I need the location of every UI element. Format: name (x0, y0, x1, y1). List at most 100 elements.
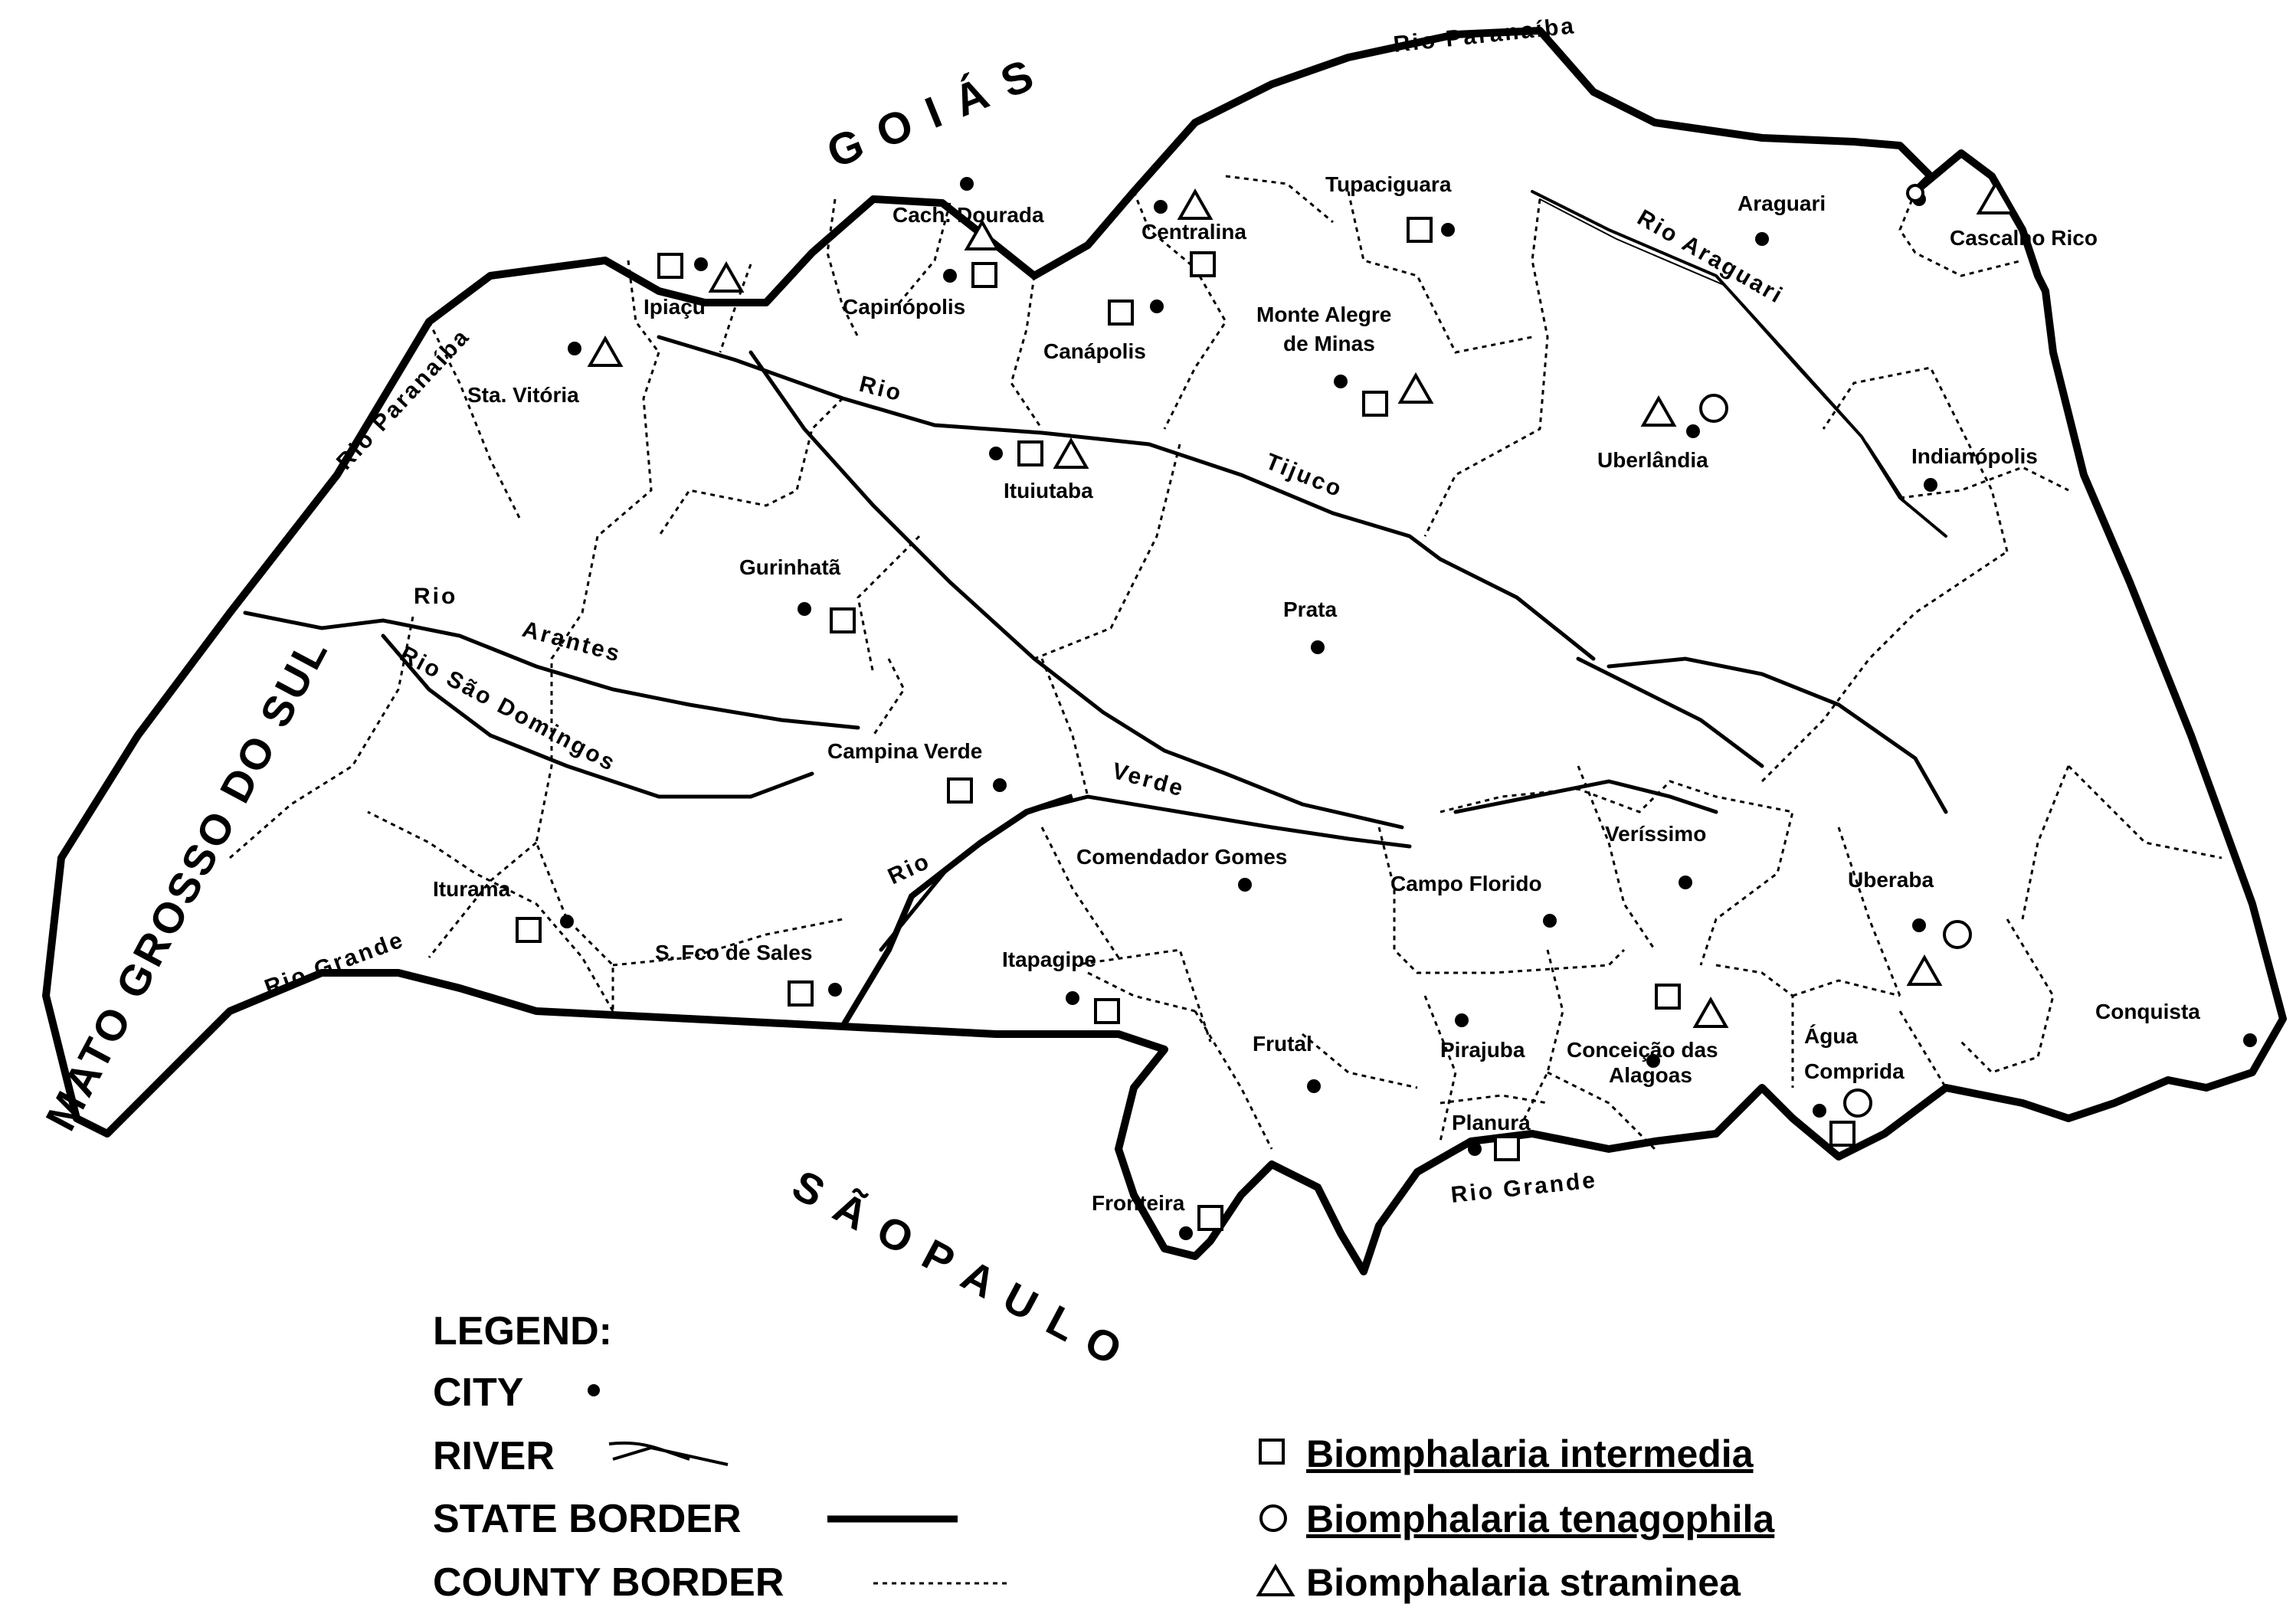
city-dot (1468, 1142, 1482, 1156)
city-label: S. Fco de Sales (655, 941, 812, 964)
city-label: Comendador Gomes (1076, 845, 1287, 869)
city-dot (1646, 1054, 1660, 1068)
river-label-arantes: Arantes (519, 617, 624, 667)
legend-species-intermedia: Biomphalaria intermedia (1306, 1432, 1754, 1475)
city-label: Araguari (1738, 191, 1826, 215)
city-label: Iturama (433, 877, 511, 901)
legend-river-label: RIVER (433, 1434, 555, 1478)
triangle-marker (1397, 372, 1434, 404)
city-dot (1679, 876, 1692, 889)
city-dot (1066, 991, 1079, 1005)
city-label: Veríssimo (1605, 822, 1706, 846)
triangle-marker (1177, 188, 1214, 220)
circle-marker (1906, 184, 1924, 202)
city-label: Itapagipe (1002, 948, 1096, 971)
city-dot (1755, 232, 1769, 246)
city-dot (1179, 1226, 1193, 1240)
city-label: Fronteira (1092, 1191, 1185, 1215)
city-label: Alagoas (1609, 1063, 1692, 1087)
city-label: Indianópolis (1911, 444, 2038, 468)
legend: LEGEND: CITY RIVER STATE BORDER COUNTY B… (433, 1309, 1775, 1604)
legend-state-border-label: STATE BORDER (433, 1497, 742, 1541)
city-label: Água (1804, 1024, 1858, 1048)
river-label-arantes-rio: Rio (414, 584, 457, 609)
state-label-mato-grosso: MATO GROSSO DO SUL (36, 628, 338, 1138)
city-label: Campo Florido (1390, 872, 1542, 895)
city-dot (560, 915, 574, 928)
city-dot (1686, 424, 1700, 438)
city-labels: Ipiaçu Sta. Vitória Cach. Dourada Capinó… (433, 172, 2200, 1215)
state-label-goias: G O I Á S (820, 49, 1043, 178)
city-label: Frutal (1253, 1032, 1312, 1056)
city-label: Tupaciguara (1325, 172, 1452, 196)
legend-title: LEGEND: (433, 1309, 612, 1354)
river-label-grande-s: Rio Grande (1449, 1167, 1598, 1208)
city-label: Conquista (2095, 1000, 2200, 1023)
city-markers (560, 177, 2257, 1240)
square-marker (1017, 440, 1043, 466)
square-marker (1829, 1121, 1855, 1147)
species-tenagophila-markers (1699, 184, 1972, 1118)
city-dot (960, 177, 974, 191)
city-dot (2243, 1033, 2257, 1047)
city-dot (798, 602, 811, 616)
legend-circle-marker (1259, 1504, 1287, 1532)
circle-marker (1699, 394, 1728, 423)
triangle-marker (1692, 996, 1729, 1028)
city-dot (1238, 878, 1252, 892)
river-label-paranaiba-w: Rio Paranaíba (332, 323, 475, 474)
state-border (42, 27, 2287, 1275)
city-label: Sta. Vitória (467, 383, 579, 407)
city-dot (694, 257, 708, 271)
city-label: Conceição das (1567, 1038, 1718, 1062)
river-label-paranaiba-ne: Rio Paranaíba (1392, 13, 1577, 57)
rivers (243, 190, 1948, 952)
triangle-marker (964, 218, 1001, 250)
circle-marker (1943, 920, 1972, 949)
city-label: Uberaba (1848, 868, 1934, 892)
city-dot (1441, 223, 1455, 237)
city-dot (1455, 1013, 1469, 1027)
triangle-marker (1906, 954, 1943, 986)
square-marker (1190, 251, 1216, 277)
state-border-inner (840, 794, 1074, 1029)
river-label-verde: Verde (1109, 758, 1187, 802)
city-label: Canápolis (1043, 339, 1146, 363)
square-marker (657, 253, 683, 279)
city-dot (943, 269, 957, 283)
species-straminea-markers (587, 181, 2016, 1028)
species-intermedia-markers (516, 217, 1855, 1231)
square-marker (971, 262, 997, 288)
city-label: Capinópolis (843, 295, 965, 319)
city-dot (828, 983, 842, 997)
city-label: Ipiaçu (644, 295, 706, 319)
county-borders (229, 175, 2222, 1151)
legend-square-marker (1259, 1439, 1285, 1465)
square-marker (1094, 998, 1120, 1024)
city-dot (1154, 200, 1168, 214)
legend-city-label: CITY (433, 1370, 523, 1415)
city-dot (1307, 1079, 1321, 1093)
legend-city-dot (588, 1384, 600, 1396)
square-marker (830, 607, 856, 633)
square-marker (788, 980, 814, 1007)
triangle-marker (1976, 181, 2016, 214)
square-marker (1362, 391, 1388, 417)
city-dot (1912, 918, 1926, 932)
river-label-tijuco-rio: Rio (856, 372, 906, 407)
river-label-grande-w: Rio Grande (261, 927, 408, 1001)
square-marker (1407, 217, 1433, 243)
city-label: Gurinhatã (739, 555, 841, 579)
city-label: Planura (1452, 1111, 1531, 1134)
square-marker (1197, 1205, 1223, 1231)
city-dot (1150, 300, 1164, 313)
city-label: Cach. Dourada (893, 203, 1044, 227)
state-label-sao-paulo: S Ã O P A U L O (784, 1160, 1132, 1376)
river-label-sao-domingos: Rio São Domingos (396, 641, 621, 777)
city-dot (1311, 640, 1325, 654)
city-label: Prata (1283, 597, 1337, 621)
city-label: Cascalho Rico (1950, 226, 2098, 250)
city-dot (993, 778, 1007, 792)
city-dot (1334, 375, 1348, 388)
